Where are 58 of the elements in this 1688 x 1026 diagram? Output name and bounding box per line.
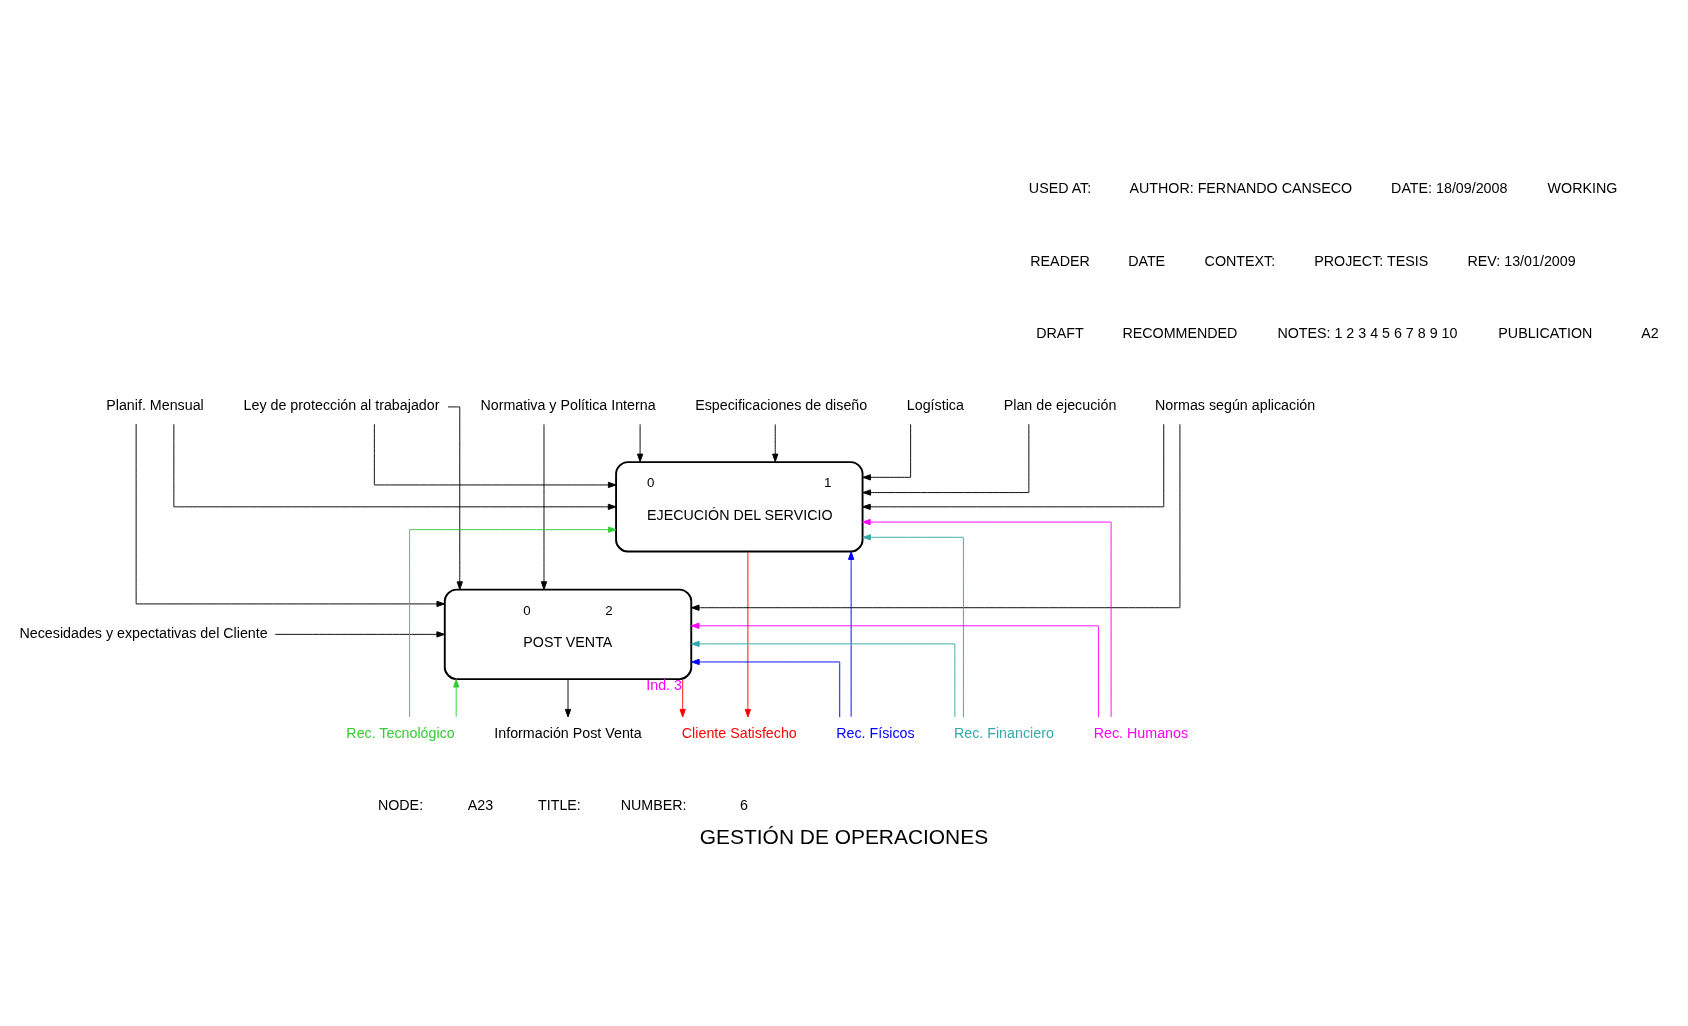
arrow — [274, 630, 445, 637]
arrow — [636, 423, 644, 462]
arrow — [679, 678, 686, 717]
label: PROJECT: TESIS — [1314, 252, 1429, 269]
arrow — [862, 423, 912, 480]
arrow — [862, 518, 1112, 717]
arrow — [540, 423, 548, 590]
label: A23 — [467, 796, 494, 813]
label: TITLE: — [538, 796, 581, 813]
diagram-title: GESTIÓN DE OPERACIONES — [699, 824, 989, 848]
label: NOTES: 1 2 3 4 5 6 7 8 9 10 — [1277, 324, 1458, 341]
node-box: 0 2 POST VENTA — [443, 588, 693, 680]
node-text: Planif. Mensual — [106, 396, 204, 413]
label: DATE: 18/09/2008 — [1391, 179, 1508, 196]
arrow — [862, 533, 964, 718]
arrow — [772, 423, 779, 462]
label: AUTHOR: FERNANDO CANSECO — [1129, 179, 1353, 196]
label: CONTEXT: — [1204, 252, 1276, 269]
label: A2 — [1641, 324, 1659, 341]
label: READER — [1030, 252, 1090, 269]
node-text: Rec. Físicos — [836, 724, 915, 741]
label: NODE: — [377, 796, 424, 813]
arrow — [409, 526, 617, 717]
node-text: Información Post Venta — [494, 724, 642, 741]
node-text: Normativa y Política Interna — [480, 396, 656, 413]
label: USED AT: — [1028, 179, 1092, 196]
arrow — [564, 678, 572, 717]
node-text: Necesidades y expectativas del Cliente — [19, 624, 268, 641]
label: PUBLICATION — [1498, 324, 1593, 341]
label: DATE — [1128, 252, 1166, 269]
node-text: Normas según aplicación — [1155, 396, 1316, 413]
arrow — [690, 622, 1099, 718]
arrow — [862, 423, 1030, 496]
arrow — [691, 658, 841, 718]
arrow — [691, 640, 956, 717]
label: REV: 13/01/2009 — [1467, 252, 1576, 269]
arrow — [862, 423, 1165, 510]
node-text: Rec. Humanos — [1093, 724, 1189, 741]
node-text: Logística — [906, 396, 964, 413]
node-text: Plan de ejecución — [1003, 396, 1117, 413]
node-text: Rec. Financiero — [953, 724, 1054, 741]
arrow — [691, 423, 1181, 611]
label: WORKING — [1547, 179, 1618, 196]
node-box: 0 1 EJECUCIÓN DEL SERVICIO — [615, 460, 864, 553]
node-text: Cliente Satisfecho — [681, 724, 797, 741]
label: DRAFT — [1036, 324, 1084, 341]
arrow — [173, 423, 617, 510]
arrow — [453, 678, 460, 717]
node-text: Ley de protección al trabajador — [243, 396, 440, 413]
arrow — [744, 550, 752, 717]
label: 6 — [740, 796, 749, 813]
arrow — [373, 423, 617, 488]
arrow — [848, 550, 855, 717]
label: RECOMMENDED — [1122, 324, 1238, 341]
label: NUMBER: — [620, 796, 687, 813]
arrow — [135, 423, 445, 607]
node-text: Especificaciones de diseño — [695, 396, 868, 413]
node-text: Rec. Tecnológico — [346, 724, 455, 741]
